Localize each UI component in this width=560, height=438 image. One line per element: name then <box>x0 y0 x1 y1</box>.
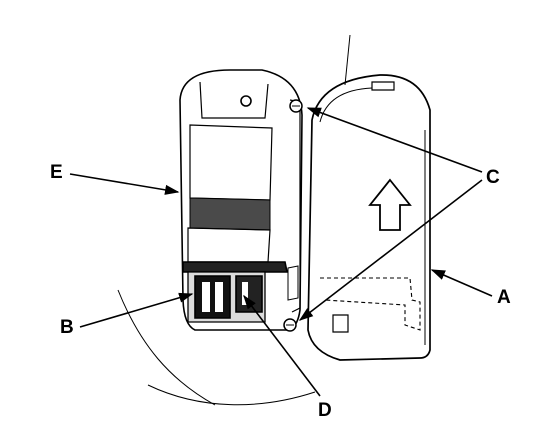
unit-base-dark <box>182 261 288 273</box>
leader-e <box>69 173 180 195</box>
unit-top-screw <box>240 95 252 107</box>
connector-left-hilite <box>202 282 223 312</box>
cover-a <box>307 74 431 361</box>
cover-outline <box>307 74 431 361</box>
component-e-unit <box>179 69 303 331</box>
connector-right-hilite <box>242 282 248 305</box>
unit-lower-panel <box>187 227 271 263</box>
cover-top-slot <box>371 81 395 91</box>
leader-b <box>79 292 194 328</box>
unit-lower-detail <box>287 265 299 301</box>
unit-mid-panel <box>189 124 273 201</box>
up-arrow-icon <box>368 178 412 231</box>
unit-top-bracket <box>199 81 269 119</box>
background-lines <box>117 34 351 406</box>
vertical-guide-line <box>344 34 351 86</box>
connector-right <box>235 275 263 313</box>
leader-c-lower <box>298 179 483 321</box>
bottom-curve-line <box>147 384 316 406</box>
connector-left <box>194 275 231 319</box>
unit-dark-band <box>189 197 271 231</box>
leader-lines <box>69 107 493 397</box>
screws-c <box>283 99 303 332</box>
leader-c-upper <box>306 107 483 173</box>
label-d: D <box>318 400 332 421</box>
label-b: B <box>60 317 74 338</box>
cover-step <box>320 277 421 331</box>
leader-d <box>243 294 321 397</box>
cover-tab <box>332 314 349 333</box>
lower-curve-line <box>117 289 216 406</box>
label-a: A <box>497 287 511 308</box>
unit-body-outline <box>179 69 303 331</box>
leader-a <box>430 269 493 297</box>
label-c: C <box>486 167 500 188</box>
label-e: E <box>50 162 63 183</box>
